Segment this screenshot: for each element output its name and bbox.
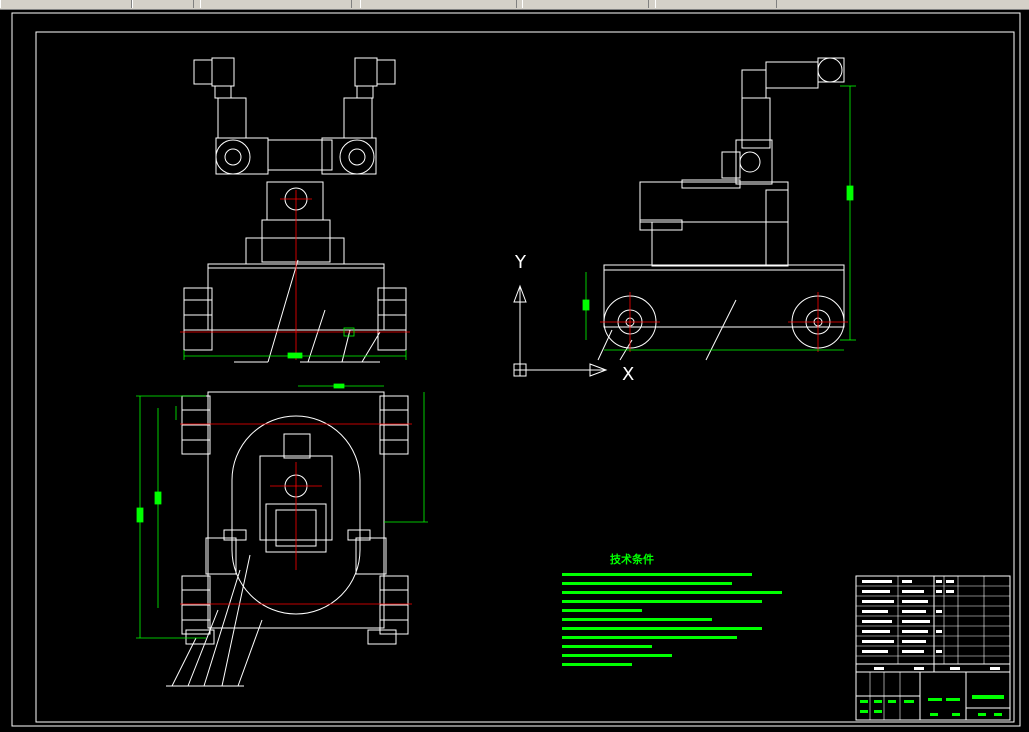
title-block-green-text-marks [860,695,1004,716]
toolbar-segment[interactable] [200,0,352,8]
cad-drawing-viewport[interactable]: Y X [0,10,1029,732]
toolbar-segment[interactable] [655,0,777,8]
title-block-text-marks [862,580,1000,670]
side-view-centerlines [600,292,848,352]
sheet-outer-border [11,12,1021,727]
top-view [166,391,409,687]
sheet-inner-border [35,31,1015,723]
side-view [597,57,845,361]
toolbar-segment[interactable] [132,0,194,8]
technical-requirements: 技术条件 [562,552,782,666]
tech-requirements-lines [562,573,782,666]
top-view-centerlines [180,423,412,605]
front-view-dimensions [183,327,407,360]
tech-requirements-title: 技术条件 [610,552,654,566]
front-view-centerlines [180,190,410,360]
application-toolbar-strip [0,0,1029,10]
front-view [183,57,407,363]
ucs-y-label: Y [514,252,527,273]
ucs-icon [513,284,608,377]
cad-drawing-canvas: Y X [11,12,1021,727]
toolbar-segment[interactable] [522,0,649,8]
toolbar-segment[interactable] [360,0,517,8]
side-view-dimensions [582,85,856,351]
top-view-dimensions [136,383,428,639]
ucs-x-label: X [622,364,634,385]
title-block-rows [856,576,1010,720]
toolbar-segment[interactable] [0,0,132,8]
